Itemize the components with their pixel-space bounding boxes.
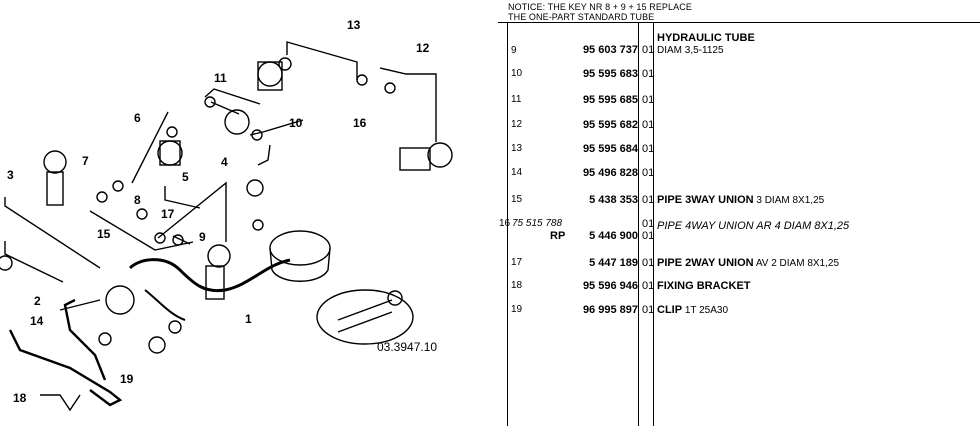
diagram-label-7: 7: [82, 154, 89, 168]
key-number: 11: [511, 94, 522, 105]
key-number: 15: [511, 194, 523, 205]
quantity: 01: [642, 68, 655, 80]
quantity: 01: [642, 44, 655, 56]
diagram-label-14: 14: [30, 314, 44, 328]
diagram-label-13: 13: [347, 18, 361, 32]
quantity: 01: [642, 167, 655, 179]
description-bold: FIXING BRACKET: [657, 280, 751, 292]
parts-table: NOTICE: THE KEY NR 8 + 9 + 15 REPLACE TH…: [498, 0, 980, 426]
part-number: 95 496 828: [582, 167, 638, 179]
part-number: 95 595 682: [582, 119, 638, 131]
part-number: 5 447 189: [589, 257, 638, 269]
description-detail: 3 DIAM 8X1,25: [756, 195, 825, 206]
description: DIAM 3,5-1125: [657, 45, 724, 56]
notice-line-1: NOTICE: THE KEY NR 8 + 9 + 15 REPLACE: [508, 2, 692, 12]
diagram-label-5: 5: [182, 170, 189, 184]
key-number: 10: [511, 68, 523, 79]
header-rule: [498, 22, 980, 23]
notice-text: NOTICE: THE KEY NR 8 + 9 + 15 REPLACE TH…: [508, 2, 692, 22]
description-bold: CLIP: [657, 304, 683, 316]
diagram-label-1: 1: [245, 312, 252, 326]
part-number: 95 595 683: [582, 68, 638, 80]
part-number: 96 995 897: [582, 304, 638, 316]
diagram-label-18: 18: [13, 391, 27, 405]
description-detail: AV 2 DIAM 8X1,25: [755, 258, 840, 269]
description-bold: PIPE 3WAY UNION: [657, 194, 754, 206]
description-detail: 1T 25A30: [684, 305, 729, 316]
key-number: 12: [511, 119, 523, 130]
quantity: 01: [642, 143, 655, 155]
key-number: 16: [499, 218, 511, 229]
diagram-label-15: 15: [97, 227, 111, 241]
quantity-2: 01: [642, 230, 655, 242]
description-bold: PIPE 2WAY UNION: [657, 257, 754, 269]
diagram-label-2: 2: [34, 294, 41, 308]
description: PIPE 4WAY UNION AR 4 DIAM 8X1,25: [657, 220, 850, 232]
description: PIPE 3WAY UNION 3 DIAM 8X1,25: [657, 194, 824, 206]
diagram-label-4: 4: [221, 155, 228, 169]
parts-diagram: 1 2 3 4 5 6 7 8 9 10 11 12 13 14 15 16 1…: [0, 18, 453, 412]
diagram-label-12: 12: [416, 41, 430, 55]
description-heading: HYDRAULIC TUBE: [657, 32, 755, 44]
quantity: 01: [642, 304, 655, 316]
notice-line-2: THE ONE-PART STANDARD TUBE: [508, 12, 655, 22]
diagram-label-10: 10: [289, 116, 303, 130]
key-number: 13: [511, 143, 523, 154]
column-divider: [653, 22, 654, 426]
key-number: 17: [511, 257, 523, 268]
diagram-label-17: 17: [161, 207, 175, 221]
diagram-label-11: 11: [214, 71, 227, 85]
replacement-marker: RP: [550, 230, 566, 242]
part-number: 5 446 900: [589, 230, 638, 242]
diagram-label-16: 16: [353, 116, 367, 130]
diagram-label-8: 8: [134, 193, 141, 207]
quantity: 01: [642, 119, 655, 131]
part-number: 95 595 685: [582, 94, 638, 106]
diagram-label-9: 9: [199, 230, 206, 244]
diagram-label-3: 3: [7, 168, 14, 182]
quantity: 01: [642, 280, 655, 292]
quantity: 01: [642, 257, 655, 269]
quantity: 01: [642, 94, 655, 106]
column-divider: [507, 22, 508, 426]
part-number: 5 438 353: [589, 194, 638, 206]
key-number: 19: [511, 304, 523, 315]
part-number: 95 603 737: [582, 44, 638, 56]
description: FIXING BRACKET: [657, 280, 751, 292]
quantity: 01: [642, 194, 655, 206]
key-number: 18: [511, 280, 523, 291]
quantity: 01: [642, 218, 655, 230]
diagram-label-6: 6: [134, 111, 141, 125]
diagram-reference-number: 03.3947.10: [377, 340, 437, 354]
old-part-number: 75 515 788: [512, 218, 563, 229]
description: CLIP 1T 25A30: [657, 304, 728, 316]
key-number: 14: [511, 167, 523, 178]
diagram-label-19: 19: [120, 372, 134, 386]
key-number: 9: [511, 45, 517, 56]
description: PIPE 2WAY UNION AV 2 DIAM 8X1,25: [657, 257, 839, 269]
part-number: 95 596 946: [582, 280, 638, 292]
column-divider: [638, 22, 639, 426]
part-number: 95 595 684: [582, 143, 638, 155]
